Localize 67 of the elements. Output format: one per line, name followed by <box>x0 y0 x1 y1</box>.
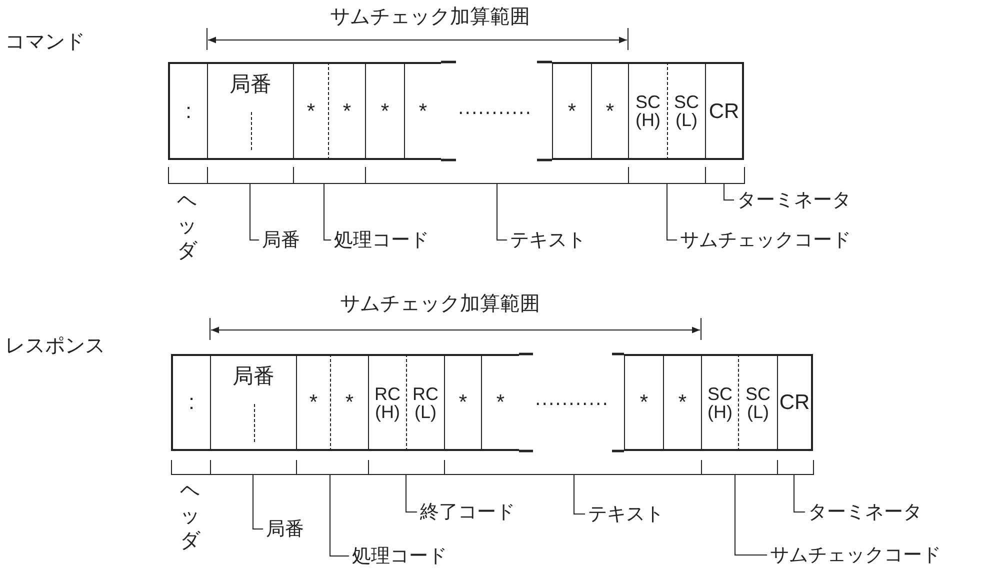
leader-line <box>330 474 350 556</box>
frame-cell: SC (H) <box>628 62 667 160</box>
frame-cell: 局番 <box>207 62 293 160</box>
dimension-label: サムチェック加算範囲 <box>340 290 540 317</box>
bracket <box>701 460 777 475</box>
field-label: サムチェックコード <box>680 227 851 253</box>
frame-cell: * <box>552 62 591 160</box>
bracket <box>444 460 701 475</box>
ellipsis: ........... <box>535 389 609 410</box>
field-label: 局番 <box>266 516 304 542</box>
frame-cell: * <box>624 354 663 451</box>
frame-cell: * <box>481 354 519 451</box>
dimension-label: サムチェック加算範囲 <box>330 3 530 30</box>
field-label: ターミネータ <box>737 187 851 213</box>
frame-cell: * <box>444 354 481 451</box>
frame-cell: * <box>663 354 701 451</box>
leader-line <box>252 474 264 530</box>
field-label: テキスト <box>510 227 586 253</box>
frame-cell: SC (L) <box>667 62 705 160</box>
frame-cell: * <box>330 354 368 451</box>
frame-cell: CR <box>705 62 744 160</box>
bracket <box>210 460 296 475</box>
frame-title: レスポンス <box>5 332 105 359</box>
frame-cell: : <box>171 354 210 451</box>
leader-line <box>734 474 768 556</box>
leader-line <box>496 184 508 240</box>
ellipsis: ........... <box>458 98 532 119</box>
field-label: 処理コード <box>352 543 447 569</box>
frame-cell: RC (H) <box>368 354 406 451</box>
frame-cell: * <box>365 62 404 160</box>
field-label: ヘッダ <box>176 188 198 263</box>
bracket <box>628 167 705 184</box>
bracket <box>705 167 745 184</box>
frame-cell: * <box>296 354 330 451</box>
bracket <box>207 167 293 184</box>
field-label: サムチェックコード <box>770 542 941 568</box>
field-label: ヘッダ <box>179 478 201 553</box>
frame-cell: * <box>404 62 441 160</box>
leader-line <box>324 184 332 240</box>
bracket <box>293 167 365 184</box>
field-label: ターミネータ <box>808 499 922 525</box>
frame-cell: * <box>293 62 328 160</box>
leader-line <box>406 474 418 512</box>
bracket <box>171 460 210 475</box>
leader-line <box>724 184 734 200</box>
field-label: テキスト <box>588 501 664 527</box>
bracket <box>168 167 207 184</box>
field-label: 終了コード <box>420 499 515 525</box>
leader-line <box>574 474 586 514</box>
leader-line <box>250 184 260 240</box>
field-label: 処理コード <box>334 227 429 253</box>
leader-line <box>666 184 678 240</box>
frame-cell: CR <box>777 354 813 451</box>
frame-cell: * <box>328 62 365 160</box>
frame-title: コマンド <box>5 28 85 55</box>
frame-cell: SC (L) <box>738 354 777 451</box>
bracket <box>296 460 368 475</box>
frame-cell: : <box>168 62 207 160</box>
frame-cell: SC (H) <box>701 354 738 451</box>
bracket <box>368 460 444 475</box>
frame-cell: RC (L) <box>406 354 444 451</box>
frame-cell: * <box>591 62 628 160</box>
bracket <box>777 460 814 475</box>
frame-cell: 局番 <box>210 354 296 451</box>
field-label: 局番 <box>262 227 300 253</box>
bracket <box>365 167 628 184</box>
leader-line <box>794 474 806 512</box>
